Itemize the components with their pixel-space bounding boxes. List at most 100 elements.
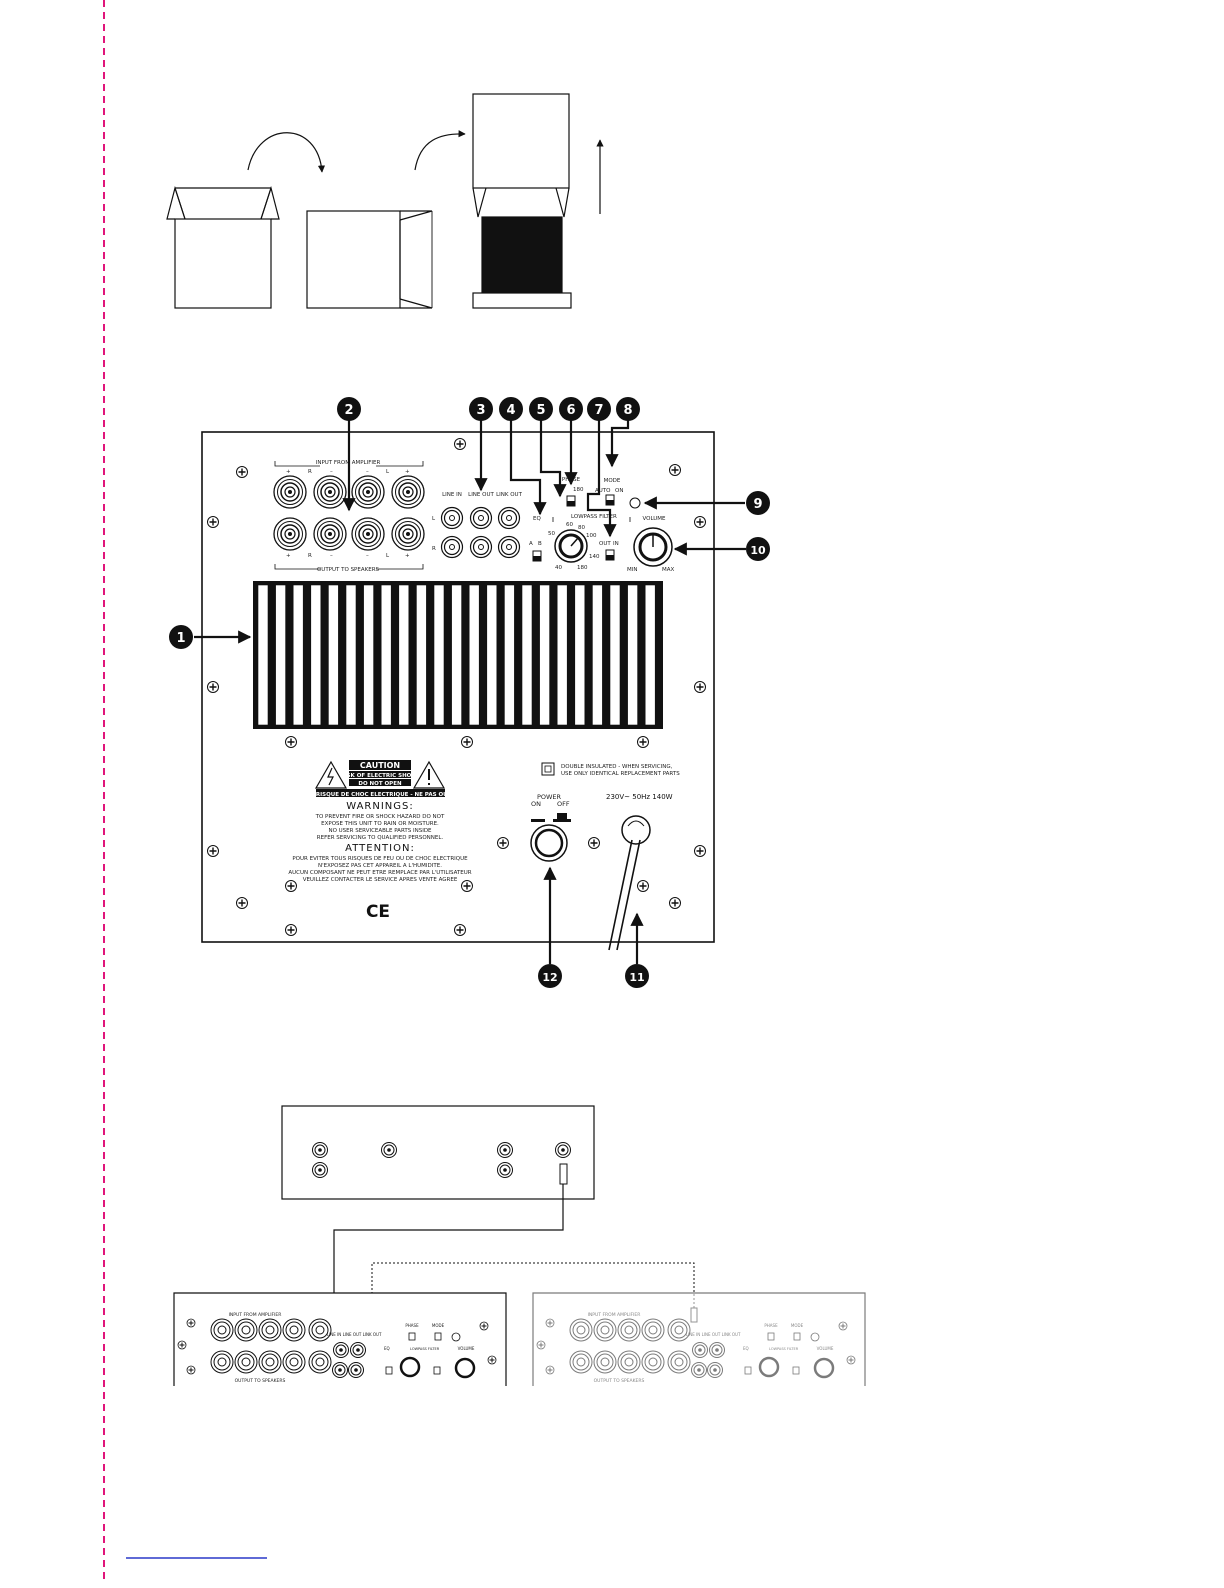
electric-shock-warning-icon (314, 760, 348, 789)
eq-switch[interactable] (532, 550, 542, 562)
volume-label: VOLUME (642, 516, 666, 522)
avis-label: AVIS: RISQUE DE CHOC ELECTRIQUE - NE PAS… (298, 792, 464, 798)
heatsink-fin (433, 584, 445, 726)
line-in-label: LINE IN (442, 492, 462, 498)
term-sign-5: L (386, 469, 390, 475)
callout-leaders (194, 420, 746, 964)
callout-badges: 1 2 3 4 5 6 7 8 9 10 11 12 (169, 397, 770, 988)
box-lifted (472, 93, 572, 309)
volume-knob[interactable] (633, 527, 673, 567)
sub-a-lp-knob[interactable] (399, 1356, 421, 1378)
rca-jacks[interactable]: LINE IN LINE OUT LINK OUT L R (432, 492, 523, 559)
term-sign-b2: R (308, 553, 312, 559)
power-rating: 230V~ 50Hz 140W (606, 793, 673, 801)
rear-panel: INPUT FROM AMPLIFIER + R – – L + + R – –… (201, 431, 715, 951)
callout-5: 5 (529, 397, 553, 421)
heatsink-fin (345, 584, 357, 726)
heatsink-fin (398, 584, 410, 726)
eq-b-label: B (538, 541, 542, 547)
sub-a-output-footer: OUTPUT TO SPEAKERS (235, 1378, 286, 1384)
svg-text:4: 4 (506, 403, 515, 418)
warning-line-1: TO PREVENT FIRE OR SHOCK HAZARD DO NOT (315, 814, 445, 820)
callout-12: 12 (538, 964, 562, 988)
do-not-open-label: DO NOT OPEN (358, 781, 402, 787)
double-insulated-line-1: DOUBLE INSULATED - WHEN SERVICING, (561, 764, 673, 770)
heatsink-fin (257, 584, 269, 726)
sub-b-volume-knob[interactable] (813, 1357, 835, 1379)
warning-label: CAUTION RISK OF ELECTRIC SHOCK DO NOT OP… (288, 760, 472, 922)
sub-b-link-out: LINK OUT (722, 1332, 741, 1337)
double-insulated-line-2: USE ONLY IDENTICAL REPLACEMENT PARTS (561, 771, 680, 777)
signal-cable (333, 1184, 564, 1310)
mode-switch[interactable] (605, 494, 615, 506)
sub-a-volume-knob[interactable] (454, 1357, 476, 1379)
phase-switch[interactable] (566, 495, 576, 507)
heatsink-fin (644, 584, 656, 726)
svg-text:9: 9 (753, 497, 762, 512)
sub-b-phase: PHASE (764, 1323, 778, 1328)
heatsink-fin (486, 584, 498, 726)
heatsink-fin (416, 584, 427, 726)
line-out-label: LINE OUT (468, 492, 494, 498)
sub-b-output-footer: OUTPUT TO SPEAKERS (594, 1378, 645, 1384)
svg-text:1: 1 (176, 631, 185, 646)
attention-title: ATTENTION: (345, 843, 415, 854)
max-label: MAX (662, 567, 675, 573)
subwoofer-panel-a: INPUT FROM AMPLIFIER OUTPUT TO SPEAKERS … (173, 1292, 507, 1386)
lp-scale-60: 60 (566, 522, 573, 528)
lp-scale-180: 180 (577, 565, 588, 571)
sub-b-mode: MODE (791, 1323, 804, 1328)
term-sign-b1: + (286, 553, 291, 559)
out-label: OUT (599, 541, 611, 547)
eq-a-label: A (529, 541, 533, 547)
callout-4: 4 (499, 397, 523, 421)
heatsink-fin (556, 584, 568, 726)
sub-a-line-out: LINE OUT (343, 1332, 362, 1337)
callout-10: 10 (746, 537, 770, 561)
callout-3: 3 (469, 397, 493, 421)
link-out-label: LINK OUT (496, 492, 523, 498)
callout-7: 7 (587, 397, 611, 421)
sub-b-eq: EQ (743, 1346, 749, 1351)
sub-b-line-out: LINE OUT (702, 1332, 721, 1337)
heatsink (253, 581, 663, 729)
term-sign-b3: – (330, 553, 333, 559)
heatsink-fin (451, 584, 462, 726)
phase-180-label: 180 (573, 487, 584, 493)
svg-text:8: 8 (623, 403, 632, 418)
heatsink-fin (275, 584, 286, 726)
term-sign-b6: + (405, 553, 410, 559)
term-sign-b4: – (366, 553, 369, 559)
controls: EQ A B PHASE 0 180 LOWPASS FILTER 40 50 … (529, 477, 675, 573)
curved-arrow-icon (414, 130, 466, 171)
heatsink-fin (574, 584, 586, 726)
heatsink-fin (292, 584, 304, 726)
power-label: POWER (537, 793, 562, 801)
warning-line-4: REFER SERVICING TO QUALIFIED PERSONNEL. (317, 835, 444, 841)
attention-line-4: VEUILLEZ CONTACTER LE SERVICE APRES VENT… (303, 877, 458, 883)
heatsink-fin (592, 584, 603, 726)
attention-line-3: AUCUN COMPOSANT NE PEUT ETRE REMPLACE PA… (288, 870, 471, 876)
power-on-label: ON (531, 800, 541, 808)
lp-scale-50: 50 (548, 531, 555, 537)
rating-area: DOUBLE INSULATED - WHEN SERVICING, USE O… (541, 762, 680, 801)
callout-9: 9 (746, 491, 770, 515)
lp-scale-140: 140 (589, 554, 600, 560)
min-label: MIN (627, 567, 637, 573)
callout-11: 11 (625, 964, 649, 988)
term-sign-2: R (308, 469, 312, 475)
auto-label: AUTO (595, 488, 611, 494)
box-inverted (306, 210, 433, 309)
output-footer-label: OUTPUT TO SPEAKERS (317, 567, 380, 573)
power-switch[interactable]: POWER ON OFF (530, 793, 571, 862)
sub-a-volume: VOLUME (458, 1346, 475, 1351)
sub-b-lowpass: LOWPASS FILTER (769, 1347, 799, 1351)
filter-bypass-switch[interactable] (605, 549, 615, 561)
callout-6: 6 (559, 397, 583, 421)
callout-2: 2 (337, 397, 361, 421)
power-cord (608, 815, 651, 951)
sub-a-line-in: LINE IN (327, 1332, 341, 1337)
lowpass-filter-knob[interactable] (554, 529, 588, 563)
sub-b-lp-knob[interactable] (758, 1356, 780, 1378)
sub-b-line-in: LINE IN (686, 1332, 700, 1337)
